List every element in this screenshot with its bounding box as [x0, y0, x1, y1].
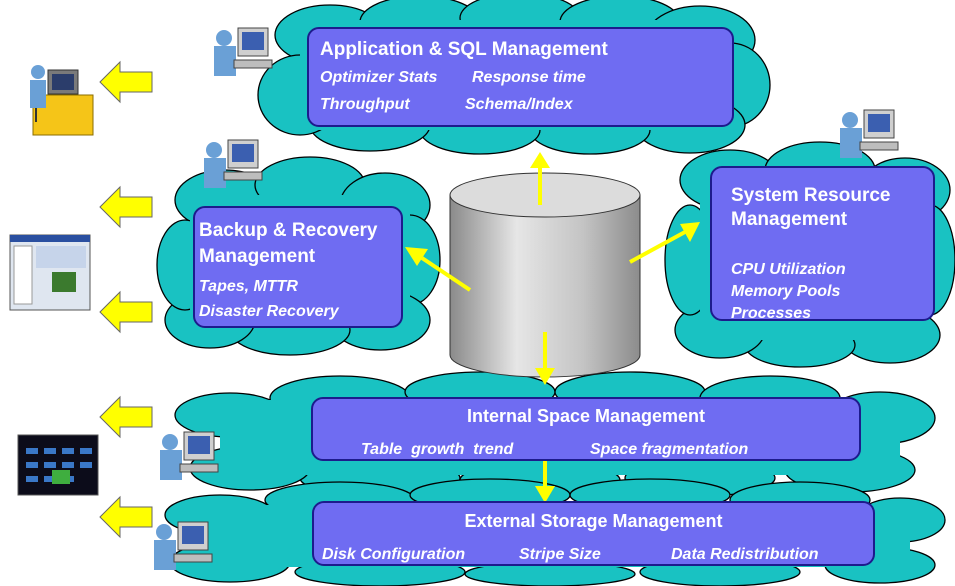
app-sql-item: Response time [472, 69, 586, 86]
internal-item: Table growth trend [361, 441, 514, 458]
backup-item: Disaster Recovery [199, 303, 339, 320]
backup-item: Tapes, MTTR [199, 278, 298, 295]
internal-box: Internal Space Management Table growth t… [311, 397, 861, 461]
app-sql-item: Throughput [320, 96, 410, 113]
app-sql-item: Schema/Index [465, 96, 573, 113]
backup-title: Backup & Recovery [199, 220, 378, 241]
app-sql-item: Optimizer Stats [320, 69, 438, 86]
database-icon [449, 172, 641, 378]
backup-box: Backup & Recovery Management Tapes, MTTR… [193, 206, 403, 328]
system-item: Processes [731, 305, 812, 322]
external-item: Stripe Size [519, 546, 601, 563]
system-box: System Resource Management CPU Utilizati… [710, 166, 935, 322]
system-item: CPU Utilization [731, 261, 846, 278]
external-title: External Storage Management [464, 511, 723, 531]
external-item: Data Redistribution [671, 546, 819, 563]
system-title: System Resource [731, 185, 891, 206]
user-at-desk-icon [30, 65, 94, 136]
app-sql-box: Application & SQL Management Optimizer S… [307, 27, 734, 127]
internal-title: Internal Space Management [466, 406, 706, 426]
external-item: Disk Configuration [322, 546, 466, 563]
left-arrows [99, 60, 153, 539]
internal-item: Space fragmentation [590, 441, 749, 458]
system-item: Memory Pools [731, 283, 841, 300]
console-screenshot-icon [9, 234, 91, 311]
monitor-screenshot-icon [17, 434, 99, 496]
external-box: External Storage Management Disk Configu… [312, 501, 875, 566]
admin-workstation-icon [154, 27, 899, 570]
system-title: Management [731, 209, 848, 230]
data-flow-arrows [405, 152, 700, 503]
backup-title: Management [199, 246, 316, 267]
app-sql-title: Application & SQL Management [320, 39, 608, 60]
